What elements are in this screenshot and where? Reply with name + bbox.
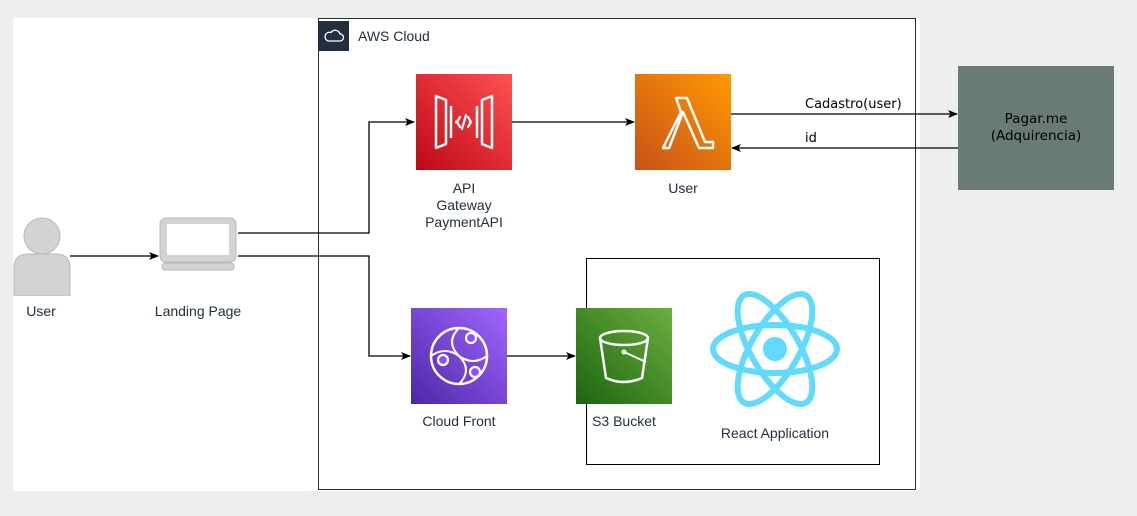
- pagarme-label-line1: Pagar.me: [1004, 111, 1068, 127]
- react-icon: [706, 290, 844, 408]
- pagarme-label-line2: (Adquirencia): [990, 128, 1082, 144]
- user-icon: [13, 216, 71, 296]
- cloudfront-icon: [411, 308, 507, 404]
- api-gateway-label-line2: Gateway: [436, 197, 492, 213]
- api-gateway-icon: [416, 74, 512, 170]
- landing-page-label: Landing Page: [154, 303, 242, 319]
- api-gateway-label-line3: PaymentAPI: [425, 214, 503, 230]
- user-label: User: [26, 303, 56, 319]
- edge-label-id: id: [805, 131, 817, 146]
- lambda-label: User: [668, 180, 698, 196]
- client-computer-icon: [158, 217, 238, 271]
- edge-label-cadastro: Cadastro(user): [805, 97, 902, 112]
- cloudfront-label: Cloud Front: [422, 413, 496, 429]
- edge-landing-to-apigw: [238, 118, 415, 234]
- node-pagarme: Pagar.me (Adquirencia): [958, 66, 1114, 190]
- aws-cloud-header: AWS Cloud: [319, 19, 430, 53]
- edge-landing-to-cloudfront: [238, 255, 411, 360]
- react-app-label: React Application: [720, 425, 830, 441]
- s3-bucket-label: S3 Bucket: [592, 413, 656, 429]
- cloud-icon: [319, 21, 349, 51]
- api-gateway-label-line1: API: [452, 180, 476, 196]
- s3-bucket-icon: [576, 308, 672, 404]
- aws-cloud-label: AWS Cloud: [358, 28, 430, 44]
- api-gateway-label: API Gateway PaymentAPI: [394, 180, 534, 231]
- lambda-icon: [635, 74, 731, 170]
